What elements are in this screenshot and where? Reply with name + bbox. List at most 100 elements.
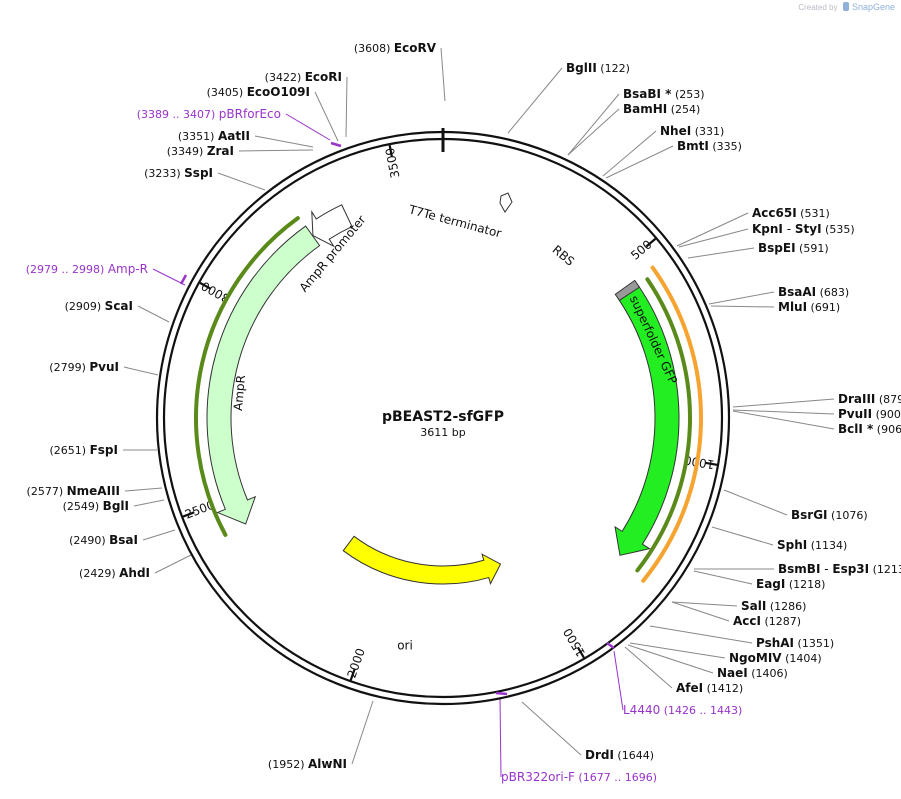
enzyme-site-bsai[interactable]: (2490) BsaI bbox=[69, 533, 138, 547]
enzyme-site-mlui[interactable]: MluI (691) bbox=[778, 300, 840, 314]
plasmid-size: 3611 bp bbox=[420, 426, 465, 439]
enzyme-site-pvui[interactable]: (2799) PvuI bbox=[49, 360, 119, 374]
enzyme-site-nhei[interactable]: NheI (331) bbox=[660, 124, 724, 138]
enzyme-position: (3405) bbox=[207, 86, 247, 99]
enzyme-position: (254) bbox=[667, 103, 700, 116]
enzyme-position: (331) bbox=[691, 125, 724, 138]
tick-3500 bbox=[388, 144, 394, 158]
enzyme-separator: - bbox=[783, 222, 795, 236]
primer-name: pBRforEco bbox=[219, 107, 281, 121]
enzyme-name: BsaAI bbox=[778, 285, 816, 299]
enzyme-site-bmti[interactable]: BmtI (335) bbox=[677, 139, 742, 153]
enzyme-position: (1412) bbox=[703, 682, 743, 695]
enzyme-name: BamHI bbox=[623, 102, 667, 116]
enzyme-name: KpnI bbox=[752, 222, 783, 236]
enzyme-site-acci[interactable]: AccI (1287) bbox=[733, 614, 801, 628]
enzyme-site-pvuii[interactable]: PvuII (900) bbox=[838, 407, 901, 421]
enzyme-site-drdi[interactable]: DrdI (1644) bbox=[585, 748, 654, 762]
enzyme-site-bspei[interactable]: BspEI (591) bbox=[758, 241, 829, 255]
enzyme-site-kpni[interactable]: KpnI - StyI (535) bbox=[752, 222, 855, 236]
leader-pvuii bbox=[732, 409, 835, 415]
tick-500 bbox=[645, 237, 657, 248]
enzyme-name: AhdI bbox=[119, 566, 150, 580]
enzyme-name: BmtI bbox=[677, 139, 709, 153]
primer-leader-amp-r bbox=[152, 268, 186, 286]
enzyme-position: (535) bbox=[822, 223, 855, 236]
tick-label-500: 500 bbox=[628, 237, 655, 262]
leader-naei bbox=[627, 644, 714, 674]
enzyme-position: (531) bbox=[797, 207, 830, 220]
enzyme-site-sali[interactable]: SalI (1286) bbox=[741, 599, 806, 613]
primer-position: (1677 .. 1696) bbox=[575, 771, 657, 784]
enzyme-name: PvuI bbox=[89, 360, 119, 374]
primer-pbrforeco[interactable]: (3389 .. 3407) pBRforEco bbox=[137, 107, 281, 121]
enzyme-site-zrai[interactable]: (3349) ZraI bbox=[167, 144, 234, 158]
primer-mark-pbrforeco bbox=[330, 141, 342, 148]
enzyme-site-bsabi[interactable]: BsaBI * (253) bbox=[623, 87, 705, 101]
enzyme-site-ahdi[interactable]: (2429) AhdI bbox=[79, 566, 150, 580]
primer-l4440[interactable]: L4440 (1426 .. 1443) bbox=[623, 703, 742, 717]
enzyme-site-ecorv[interactable]: (3608) EcoRV bbox=[354, 41, 437, 55]
enzyme-name: MluI bbox=[778, 300, 807, 314]
enzyme-name: EcoRV bbox=[394, 41, 437, 55]
enzyme-site-scai[interactable]: (2909) ScaI bbox=[65, 299, 133, 313]
ampr-promoter-arrow bbox=[311, 204, 353, 248]
enzyme-site-draiii[interactable]: DraIII (879) bbox=[838, 392, 901, 406]
leader-bcli bbox=[732, 410, 835, 430]
feature-label-ori: ori bbox=[397, 639, 413, 653]
leader-pshai bbox=[649, 625, 753, 644]
leader-ecorv bbox=[440, 47, 446, 102]
enzyme-site-sphi[interactable]: SphI (1134) bbox=[777, 538, 847, 552]
enzyme-site-afei[interactable]: AfeI (1412) bbox=[676, 681, 743, 695]
enzyme-site-bcli[interactable]: BclI * (906) bbox=[838, 422, 901, 436]
enzyme-site-aatii[interactable]: (3351) AatII bbox=[178, 129, 250, 143]
enzyme-site-nmeaiii[interactable]: (2577) NmeAIII bbox=[27, 484, 120, 498]
enzyme-name: NgoMIV bbox=[729, 651, 782, 665]
leader-nmeaiii bbox=[124, 487, 163, 492]
enzyme-site-bgli[interactable]: (2549) BglI bbox=[63, 499, 129, 513]
leader-ahdi bbox=[154, 554, 192, 574]
primer-position: (2979 .. 2998) bbox=[26, 263, 108, 276]
enzyme-site-bglii[interactable]: BglII (122) bbox=[566, 61, 630, 75]
center-title: pBEAST2-sfGFP 3611 bp bbox=[382, 409, 504, 439]
enzyme-site-naei[interactable]: NaeI (1406) bbox=[717, 666, 788, 680]
primer-pbr322ori-f[interactable]: pBR322ori-F (1677 .. 1696) bbox=[501, 770, 657, 784]
enzyme-position: (3349) bbox=[167, 145, 207, 158]
tick-3000 bbox=[199, 281, 212, 290]
enzyme-site-acc65i[interactable]: Acc65I (531) bbox=[752, 206, 830, 220]
enzyme-site-bsaai[interactable]: BsaAI (683) bbox=[778, 285, 849, 299]
feature-label-ampr: AmpR bbox=[231, 374, 248, 411]
ampr-track-outer bbox=[194, 216, 300, 537]
credit-prefix: Created by bbox=[798, 3, 838, 12]
enzyme-position: (1287) bbox=[761, 615, 801, 628]
primer-mark-pbr322ori-f bbox=[495, 691, 508, 696]
leader-acci bbox=[671, 601, 730, 622]
leader-bgli bbox=[133, 499, 165, 507]
enzyme-site-alwni[interactable]: (1952) AlwNI bbox=[268, 757, 347, 771]
enzyme-name: BsrGI bbox=[791, 508, 828, 522]
enzyme-position: (3422) bbox=[265, 71, 305, 84]
enzyme-site-pshai[interactable]: PshAI (1351) bbox=[756, 636, 834, 650]
ori-arrow bbox=[342, 535, 502, 585]
enzyme-position: (335) bbox=[709, 140, 742, 153]
leader-bsai bbox=[142, 529, 176, 541]
enzyme-site-ecoo109i[interactable]: (3405) EcoO109I bbox=[207, 85, 310, 99]
enzyme-site-bsmbi[interactable]: BsmBI - Esp3I (1213) bbox=[778, 562, 901, 576]
enzyme-name: AfeI bbox=[676, 681, 703, 695]
primer-amp-r[interactable]: (2979 .. 2998) Amp-R bbox=[26, 262, 148, 276]
enzyme-site-sspi[interactable]: (3233) SspI bbox=[144, 166, 213, 180]
enzyme-site-bamhi[interactable]: BamHI (254) bbox=[623, 102, 700, 116]
enzyme-position: (1134) bbox=[807, 539, 847, 552]
enzyme-site-eagi[interactable]: EagI (1218) bbox=[756, 577, 825, 591]
sfgfp-arrow bbox=[614, 285, 680, 556]
enzyme-site-ecori[interactable]: (3422) EcoRI bbox=[265, 70, 342, 84]
leader-scai bbox=[137, 305, 170, 323]
primer-leader-l4440 bbox=[613, 650, 624, 711]
enzyme-site-bsrgi[interactable]: BsrGI (1076) bbox=[791, 508, 868, 522]
enzyme-position: (1406) bbox=[748, 667, 788, 680]
enzyme-site-fspi[interactable]: (2651) FspI bbox=[50, 443, 118, 457]
leader-mlui bbox=[710, 305, 775, 308]
enzyme-site-ngomiv[interactable]: NgoMIV (1404) bbox=[729, 651, 822, 665]
enzyme-name: FspI bbox=[90, 443, 118, 457]
